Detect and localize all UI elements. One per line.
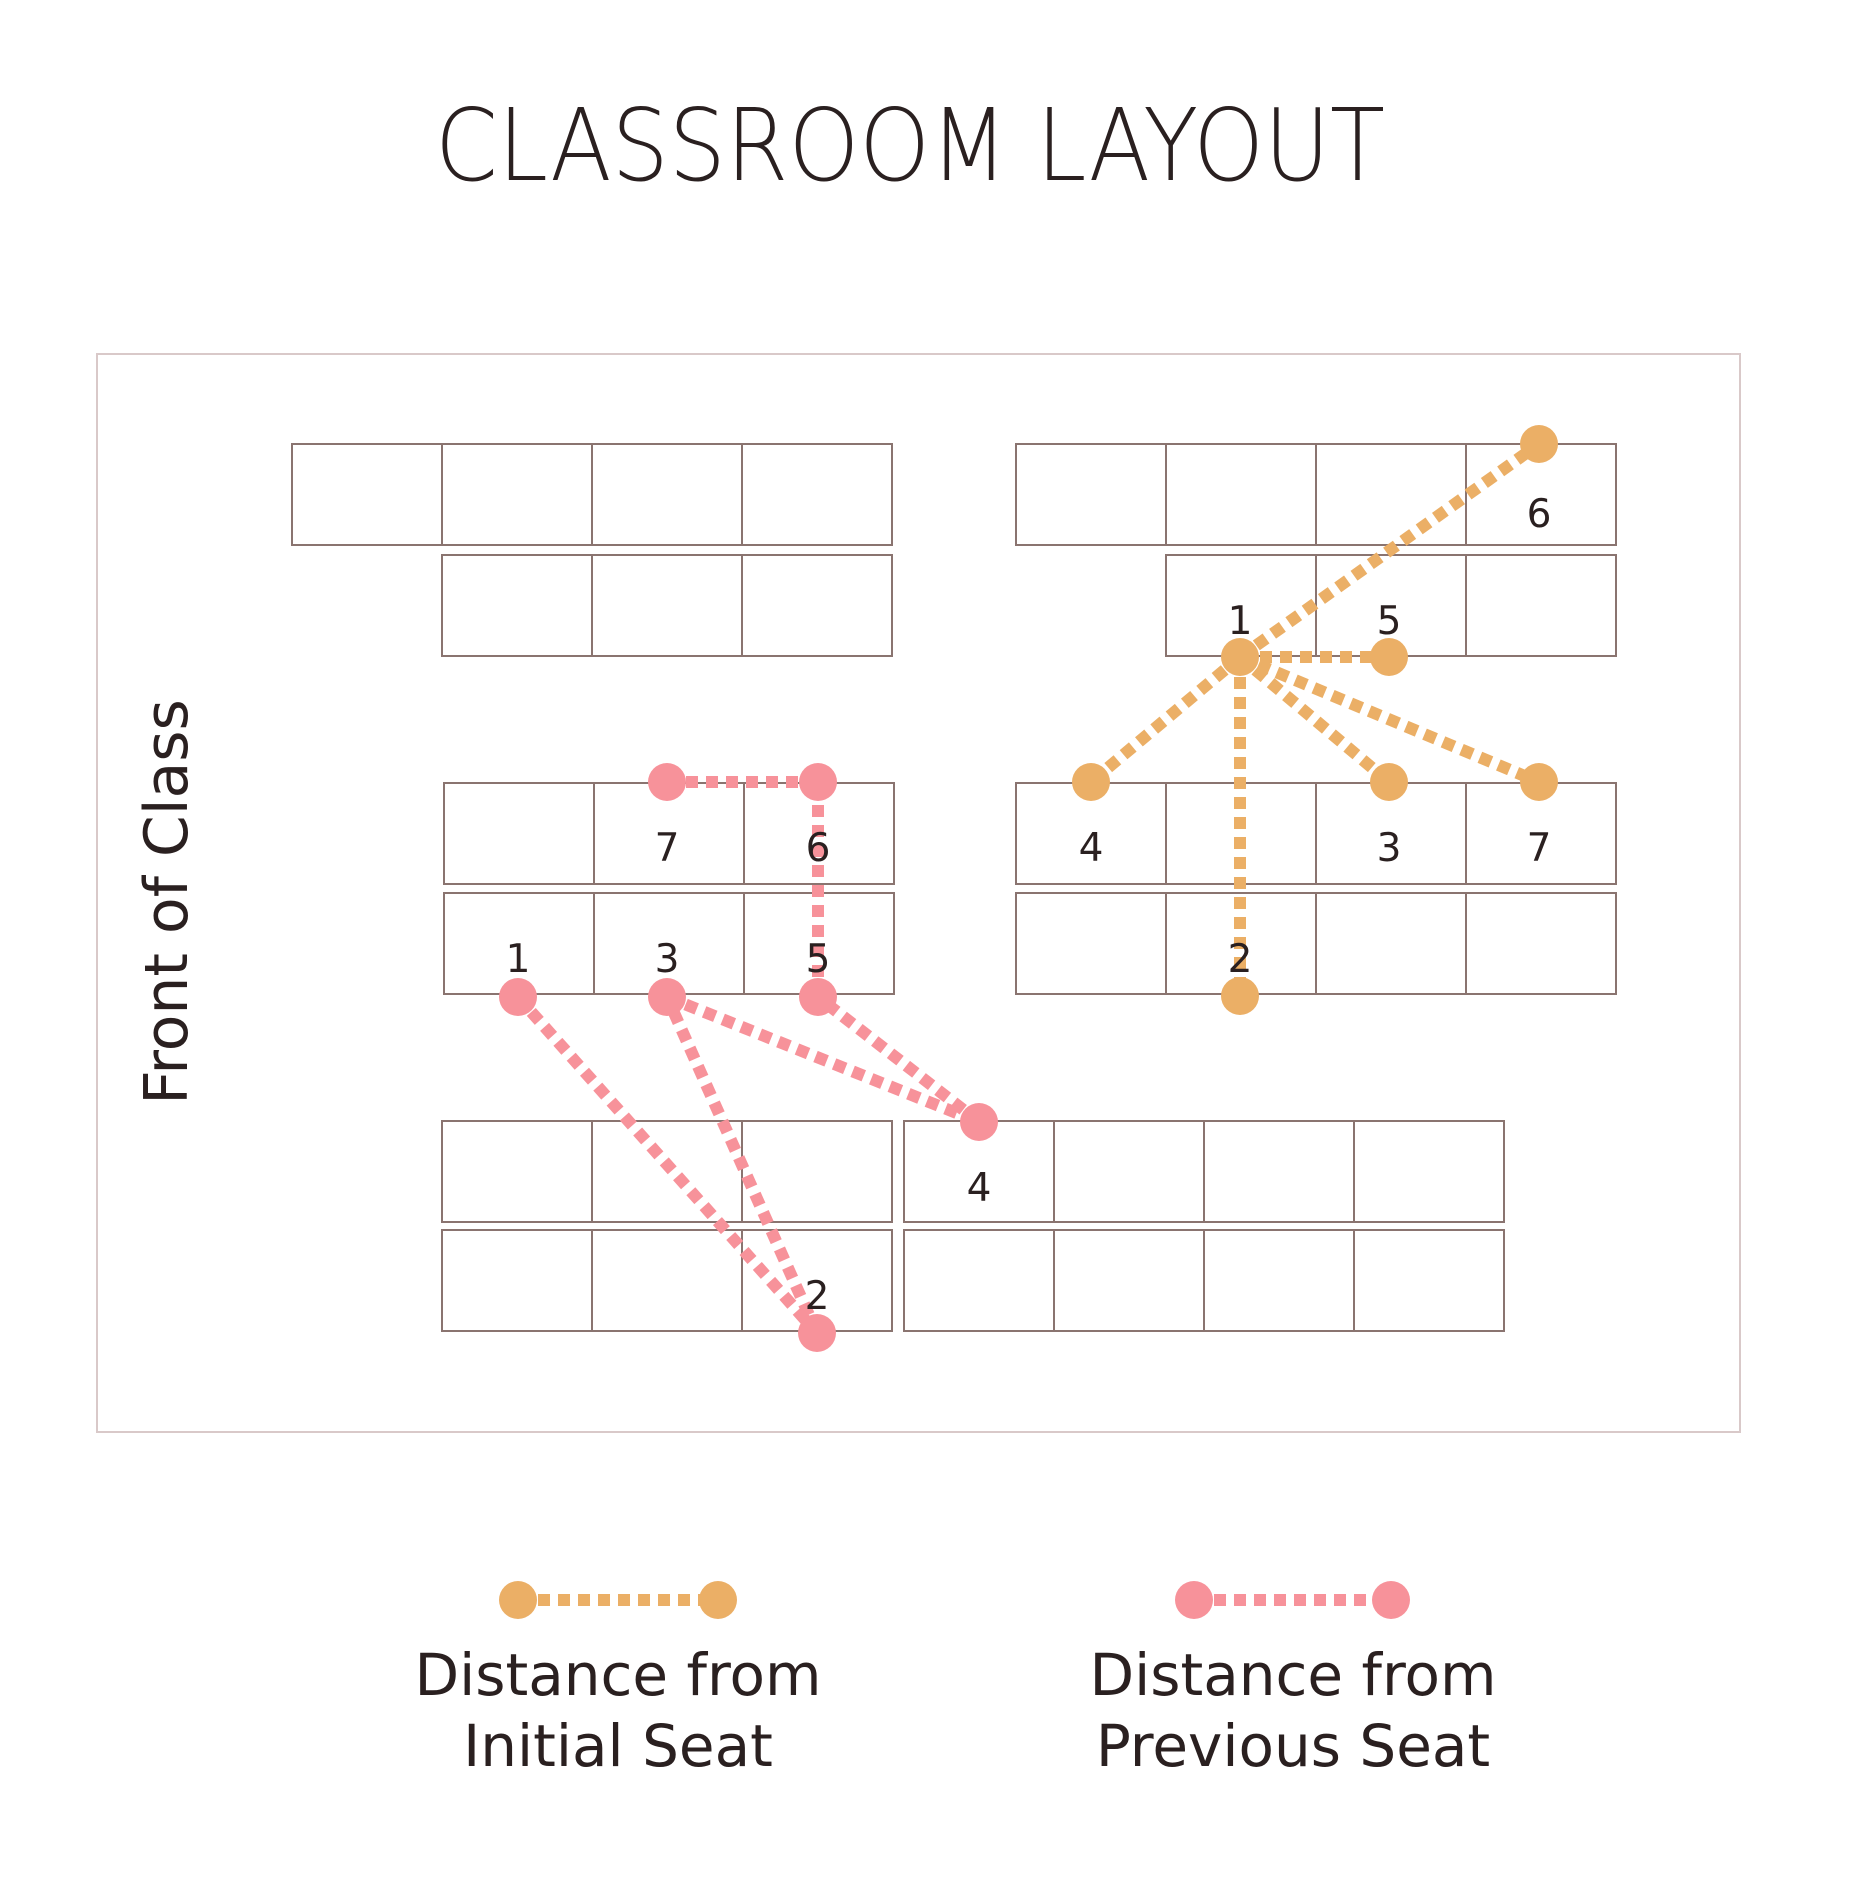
previous-path-segment: [513, 993, 822, 1337]
desk-seat: [443, 892, 595, 995]
previous-seat-number-7: 7: [655, 826, 680, 871]
desk-seat: [441, 1229, 593, 1332]
desk-seat: [1015, 892, 1167, 995]
previous-seat-marker-1: [499, 978, 537, 1016]
previous-seat-marker-5: [799, 978, 837, 1016]
initial-seat-marker-1: [1221, 638, 1259, 676]
initial-seat-number-1: 1: [1228, 599, 1253, 644]
legend-initial-dot-end: [699, 1581, 737, 1619]
initial-seat-number-7: 7: [1527, 826, 1552, 871]
previous-seat-marker-4: [960, 1103, 998, 1141]
desk-seat: [441, 1120, 593, 1223]
desk-row: [441, 554, 893, 657]
initial-path-segment: [1087, 652, 1244, 787]
desk-seat: [441, 554, 593, 657]
initial-seat-marker-6: [1520, 425, 1558, 463]
initial-seat-marker-5: [1370, 638, 1408, 676]
desk-seat: [741, 554, 893, 657]
desk-seat: [741, 443, 893, 546]
desk-row: [291, 443, 893, 546]
movement-paths: [513, 439, 1543, 1337]
initial-path-segment: [1236, 652, 1393, 787]
desk-seat: [741, 1120, 893, 1223]
legend-previous-dot-end: [1372, 1581, 1410, 1619]
desk-seat: [1465, 554, 1617, 657]
desk-seat: [1353, 1229, 1505, 1332]
previous-seat-number-4: 4: [967, 1166, 992, 1211]
legend-initial-label-line1: Distance from: [414, 1641, 821, 1709]
previous-seat-number-6: 6: [806, 826, 831, 871]
previous-seat-number-5: 5: [806, 937, 831, 982]
desk-seat: [291, 443, 443, 546]
desk-seat: [593, 892, 745, 995]
legend-initial-dot-start: [499, 1581, 537, 1619]
page-title: CLASSROOM LAYOUT: [435, 87, 1385, 204]
initial-seat-marker-4: [1072, 763, 1110, 801]
desk-seat: [1053, 1229, 1205, 1332]
legend-item-previous: Distance from Previous Seat: [1089, 1581, 1497, 1780]
movement-dots: [499, 425, 1558, 1352]
desk-row: [1015, 443, 1617, 546]
desk-seat: [1315, 443, 1467, 546]
desk-seat: [1203, 1120, 1355, 1223]
desk-seat: [591, 443, 743, 546]
desk-seat: [1465, 892, 1617, 995]
desk-row: [1015, 892, 1617, 995]
desk-seat: [591, 1229, 743, 1332]
legend: Distance from Initial Seat Distance from…: [414, 1581, 1497, 1780]
initial-seat-number-6: 6: [1527, 492, 1552, 537]
previous-seat-number-1: 1: [506, 937, 531, 982]
initial-seat-marker-2: [1221, 977, 1259, 1015]
desk-row: [903, 1120, 1505, 1223]
desk-seat: [591, 554, 743, 657]
legend-previous-label-line1: Distance from: [1089, 1641, 1496, 1709]
desk-seat: [443, 782, 595, 885]
initial-seat-number-4: 4: [1079, 826, 1104, 871]
previous-seat-number-3: 3: [655, 937, 680, 982]
previous-path-segment: [661, 994, 823, 1336]
initial-seat-marker-3: [1370, 763, 1408, 801]
desk-row: [441, 1229, 893, 1332]
previous-seat-marker-7: [648, 763, 686, 801]
initial-seat-number-2: 2: [1228, 937, 1253, 982]
previous-seat-marker-3: [648, 978, 686, 1016]
desk-seat: [1353, 1120, 1505, 1223]
previous-path-segment: [664, 991, 982, 1128]
desk-seat: [1015, 443, 1167, 546]
front-of-class-label: Front of Class: [132, 699, 202, 1105]
desk-row: [903, 1229, 1505, 1332]
desk-seat: [903, 1229, 1055, 1332]
desk-seat: [1165, 443, 1317, 546]
desk-grid: [291, 443, 1617, 1332]
legend-previous-dot-start: [1175, 1581, 1213, 1619]
previous-path-segment: [814, 992, 983, 1127]
desk-seat: [593, 782, 745, 885]
desk-seat: [441, 443, 593, 546]
desk-row: [443, 782, 895, 885]
legend-previous-label-line2: Previous Seat: [1096, 1712, 1490, 1780]
initial-path-segment: [1237, 651, 1542, 788]
initial-seat-marker-7: [1520, 763, 1558, 801]
desk-row: [443, 892, 895, 995]
initial-path-segment: [1236, 439, 1543, 662]
desk-seat: [1053, 1120, 1205, 1223]
initial-seat-number-3: 3: [1377, 826, 1402, 871]
seat-number-labels: 1 2 3 4 5 6 7 1 2 3 4 5 6 7: [506, 492, 1552, 1319]
desk-seat: [1203, 1229, 1355, 1332]
previous-seat-number-2: 2: [805, 1274, 830, 1319]
initial-seat-number-5: 5: [1377, 599, 1402, 644]
legend-item-initial: Distance from Initial Seat: [414, 1581, 822, 1780]
previous-seat-marker-2: [798, 1314, 836, 1352]
desk-seat: [1315, 892, 1467, 995]
previous-seat-marker-6: [799, 763, 837, 801]
legend-initial-label-line2: Initial Seat: [463, 1712, 773, 1780]
